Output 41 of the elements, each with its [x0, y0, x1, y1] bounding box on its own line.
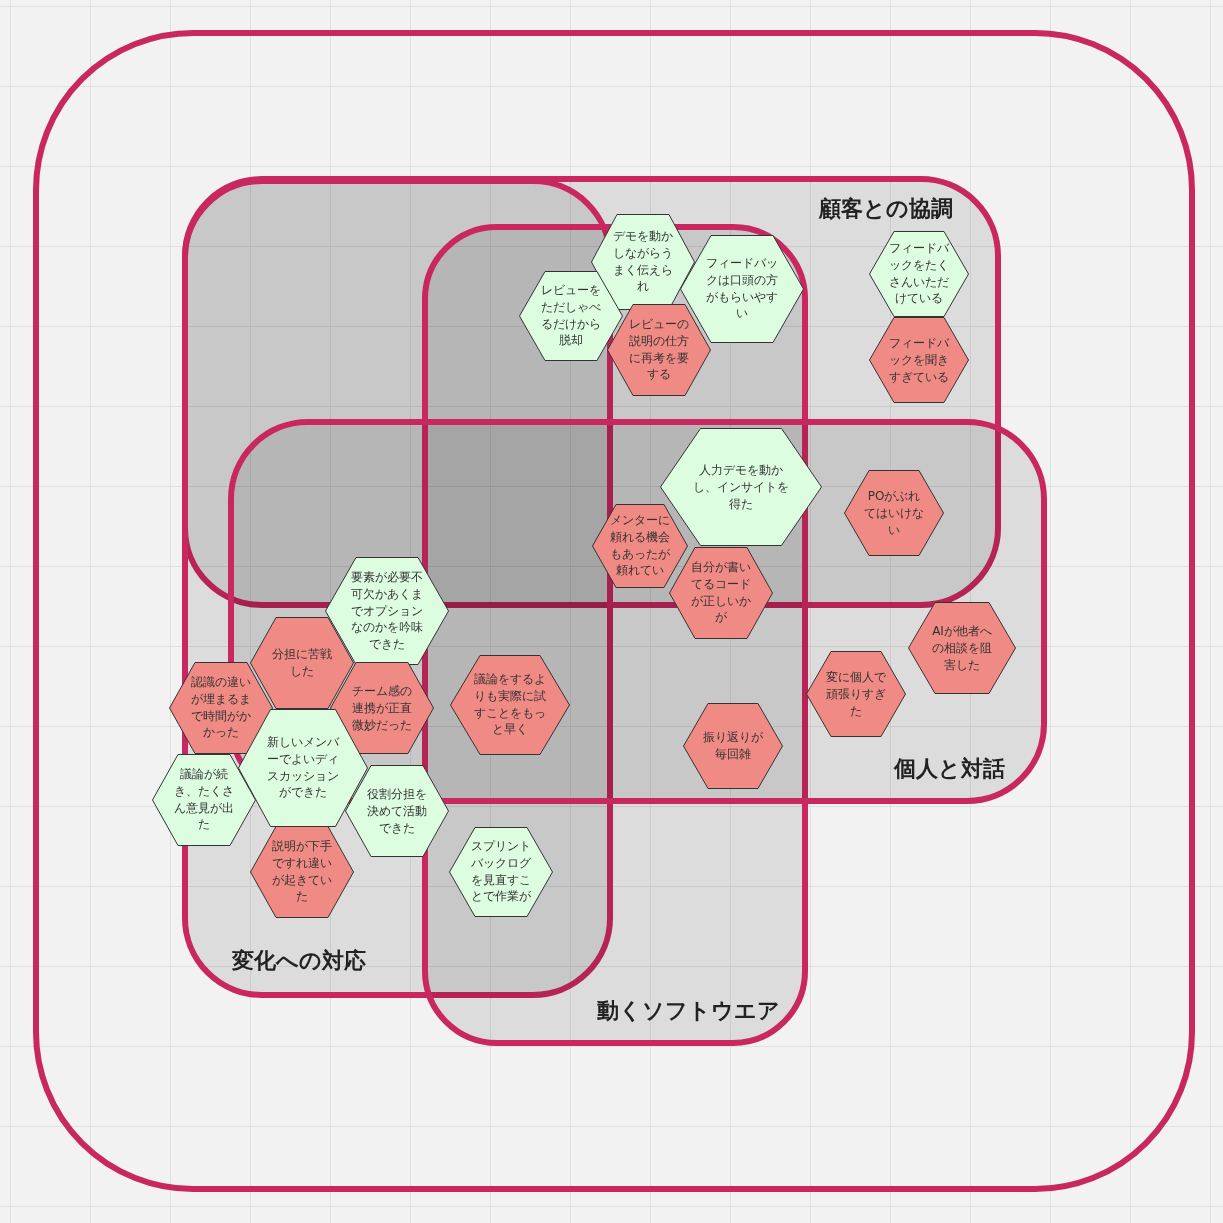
hexagon-note	[449, 827, 553, 917]
note-text: 自分が書いてるコードが正しいかが	[690, 559, 752, 627]
note-text: 要素が必要不可欠かあくまでオプションなのかを吟味できた	[350, 569, 424, 653]
note-text: レビューの説明の仕方に再考を要する	[628, 316, 690, 384]
note-text: メンターに頼れる機会もあったが頼れてい	[609, 512, 671, 580]
region-title: 変化への対応	[232, 947, 366, 975]
hexagon-note	[869, 231, 969, 317]
region-title: 動くソフトウエア	[597, 997, 780, 1025]
hexagon-note	[869, 317, 969, 403]
hexagon-note	[669, 547, 773, 639]
note-text: 認識の違いが埋まるまで時間がかかった	[190, 674, 252, 742]
note-text: POがぶれてはいけない	[863, 487, 925, 539]
hexagon-note	[152, 754, 256, 846]
note-text: レビューをただしゃべるだけから脱却	[540, 282, 602, 350]
hexagon-note	[450, 655, 570, 755]
note-text: スプリントバックログを見直すことで作業が	[470, 838, 532, 906]
hexagon-note	[806, 651, 906, 737]
note-text: AIが他者への相談を阻害した	[931, 622, 993, 674]
note-text: デモを動かしながらうまく伝えられ	[612, 228, 674, 296]
note-text: 振り返りが毎回雑	[702, 729, 764, 763]
note-text: チーム感の連携が正直微妙だった	[351, 682, 413, 734]
region-title: 個人と対話	[894, 755, 1005, 783]
note-text: フィードバックを聞きすぎている	[888, 334, 950, 386]
note-text: 議論が続き、たくさん意見が出た	[173, 766, 235, 834]
note-text: 変に個人で頑張りすぎた	[825, 668, 887, 720]
hexagon-note	[683, 703, 783, 789]
note-text: 人力デモを動かし、インサイトを得た	[692, 461, 790, 513]
note-text: 議論をするよりも実際に試すことをもっと早く	[473, 671, 547, 739]
note-text: 説明が下手ですれ違いが起きていた	[271, 838, 333, 906]
note-text: 役割分担を決めて活動できた	[366, 785, 428, 837]
hexagon-note	[607, 304, 711, 396]
note-text: フィードバックは口頭の方がもらいやすい	[705, 255, 779, 323]
hexagon-note	[250, 826, 354, 918]
note-text: フィードバックをたくさんいただけている	[888, 240, 950, 308]
note-text: 新しいメンバーでよいディスカッションができた	[266, 734, 340, 802]
region-title: 顧客との協調	[819, 195, 953, 223]
hexagon-note	[844, 470, 944, 556]
note-text: 分担に苦戦した	[271, 646, 333, 680]
hexagon-note	[592, 504, 688, 588]
hexagon-note	[908, 602, 1016, 694]
hexagon-note	[250, 617, 354, 709]
